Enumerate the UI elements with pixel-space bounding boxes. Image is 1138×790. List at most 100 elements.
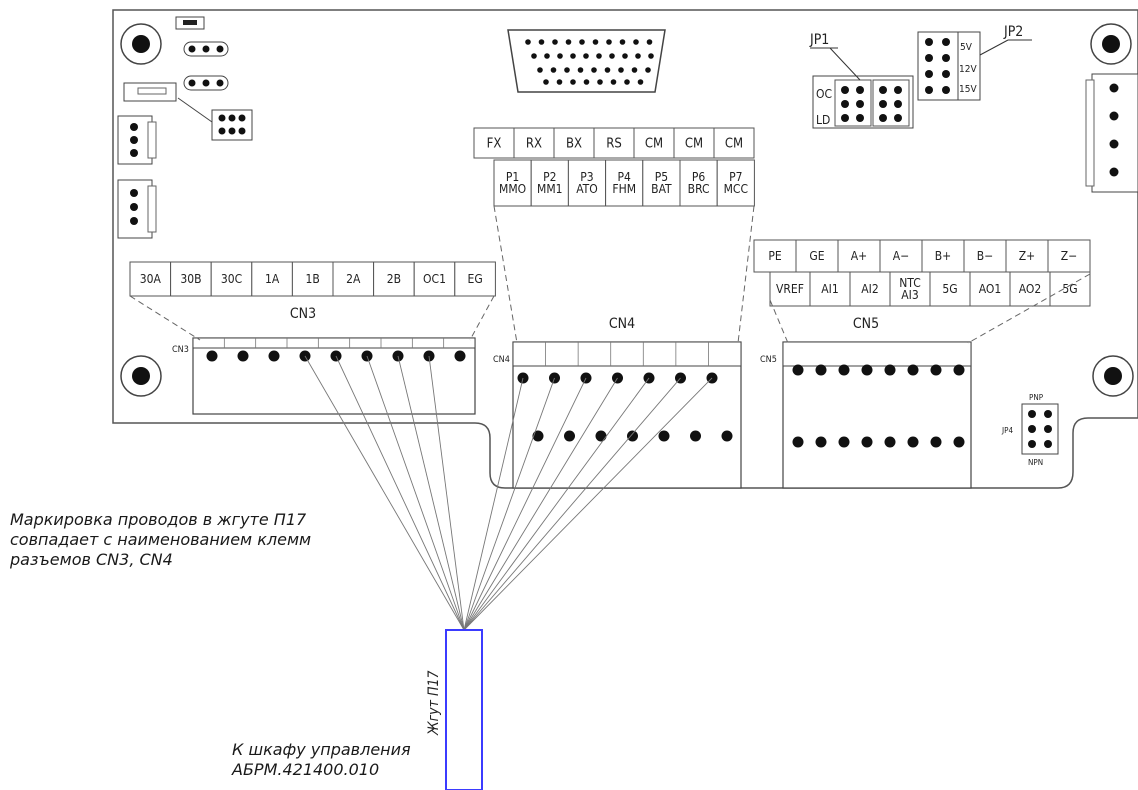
terminal-pin — [690, 430, 701, 442]
cn4-top-cell — [553, 127, 595, 159]
terminal-pin — [237, 350, 249, 362]
terminal-pin — [564, 430, 575, 442]
harness-bundle — [445, 629, 483, 790]
dsub-pin — [531, 53, 537, 59]
dsub-pin — [645, 67, 651, 73]
cn3-title: CN3 — [290, 306, 316, 322]
dsub-pin — [635, 53, 641, 59]
dsub-pin — [583, 79, 590, 85]
cn4-top-cell-label: CM — [685, 137, 703, 152]
cn4-top-cell — [593, 127, 635, 159]
cn4-pins — [223, 338, 948, 442]
cn5-bottom-cell-label: AI1 — [821, 282, 838, 296]
terminal-pin — [884, 436, 896, 448]
terminal-pin — [815, 436, 827, 448]
jp4-jumper — [1021, 403, 1059, 455]
dsub-pin — [609, 53, 615, 59]
cn3-terminal-cell-label: OC1 — [423, 272, 446, 286]
harness-wire — [366, 355, 465, 631]
terminal-pin — [907, 364, 919, 376]
jp2-option-5v: 5V — [960, 42, 973, 53]
harness-wire — [304, 355, 465, 631]
mounting-hole-bottom-right — [1092, 355, 1134, 397]
mounting-hole-top-right — [1090, 23, 1132, 65]
cn4-terminal-block — [512, 341, 742, 489]
dsub-pin — [618, 67, 624, 73]
jp1-option-oc: OC — [816, 87, 832, 101]
harness-wire — [463, 377, 650, 631]
cn5-top-cell-label: Z+ — [1019, 249, 1035, 263]
dsub-pin — [624, 79, 630, 85]
cn3-terminal-cell-label: 2A — [346, 272, 361, 286]
cn5-bottom-cell-label: AI2 — [861, 282, 878, 296]
mounting-hole-bottom-left — [120, 355, 162, 397]
cn3-terminal-cell — [170, 261, 212, 297]
cn5-bottom-cell — [929, 271, 971, 307]
terminal-pin — [930, 364, 942, 376]
jp2-option-12v: 12V — [959, 64, 977, 75]
cn5-top-cell — [753, 239, 797, 273]
harness-wire — [463, 377, 681, 631]
cn4-bottom-cell — [716, 159, 755, 207]
dsub-pin — [579, 39, 585, 45]
right-edge-connector — [1085, 73, 1138, 193]
terminal-pin — [721, 430, 733, 442]
terminal-pin — [861, 436, 873, 448]
dsub-pin — [604, 67, 611, 73]
dsub-pin — [622, 53, 628, 59]
dsub-pin — [564, 67, 570, 73]
terminal-pin — [658, 430, 670, 442]
jp1-label: JP1 — [809, 32, 829, 48]
terminal-pin — [268, 350, 280, 362]
dsub-pin — [583, 53, 589, 59]
dsub-connector — [507, 29, 666, 93]
left-connector-upper — [117, 115, 157, 165]
terminal-pin — [532, 430, 544, 442]
dsub-pin — [646, 39, 653, 45]
marking-note-line-2: совпадает с наименованием клемм — [10, 530, 312, 549]
cn3-terminal-cell — [454, 261, 496, 297]
cn4-board-label: CN4 — [493, 355, 510, 365]
dsub-pin — [591, 67, 597, 73]
cn5-bottom-cell — [769, 271, 811, 307]
dsub-pin — [619, 39, 626, 45]
cn5-bottom-cell-label: AO1 — [979, 282, 1002, 296]
destination-note-line-1: К шкафу управления — [232, 740, 411, 759]
jp2-option-15v: 15V — [959, 84, 977, 95]
jp1-jumper — [810, 47, 914, 129]
dsub-pin — [570, 79, 576, 85]
cn3-terminal-cell-label: 1B — [306, 272, 320, 286]
cn3-terminal-cell — [210, 261, 253, 297]
cn4-top-cell — [713, 127, 755, 159]
jp2-label: JP2 — [1003, 24, 1023, 40]
cn3-terminal-block — [192, 337, 476, 415]
dsub-pin — [550, 67, 557, 73]
mounting-hole-top-left — [120, 23, 162, 65]
dsub-pin — [565, 39, 572, 45]
cn4-top-cell-label: BX — [566, 137, 582, 152]
cn4-bottom-cell — [530, 159, 569, 207]
dsub-pin — [637, 79, 644, 85]
cn5-pins — [792, 364, 965, 448]
terminal-pin — [838, 364, 850, 376]
dsub-pin — [648, 53, 654, 59]
cn3-terminal-cell-label: 30C — [221, 272, 242, 286]
cn5-bottom-cell-label: 5G — [1062, 282, 1077, 296]
dsub-pin — [557, 53, 563, 59]
terminal-pin — [792, 436, 804, 448]
terminal-pin — [930, 436, 942, 448]
cn3-terminal-cell — [129, 261, 172, 297]
harness-wire — [428, 355, 465, 631]
terminal-pin — [953, 436, 965, 448]
cn3-board-label: CN3 — [172, 345, 189, 355]
dsub-pin — [592, 39, 599, 45]
cn4-top-cell-label: CM — [645, 137, 663, 152]
